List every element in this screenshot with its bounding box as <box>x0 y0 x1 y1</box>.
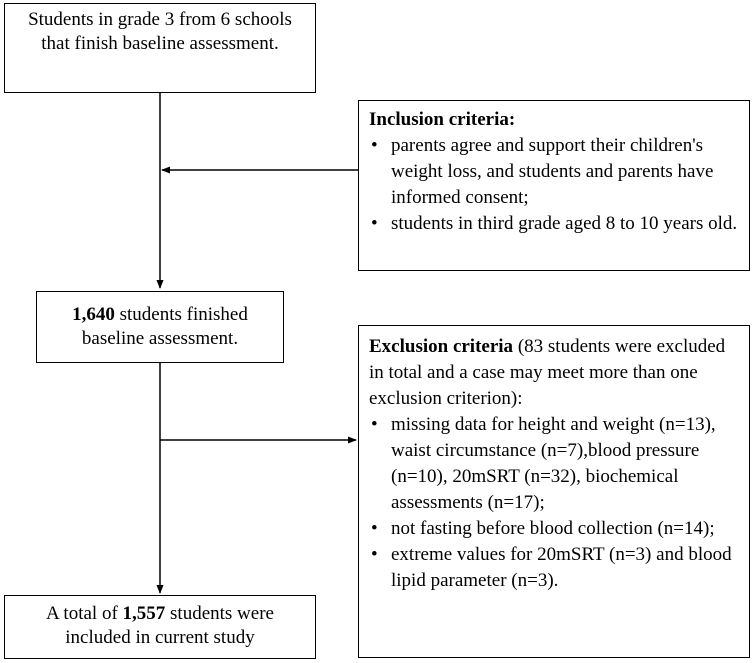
inclusion-item: parents agree and support their children… <box>369 133 739 211</box>
inclusion-title: Inclusion criteria: <box>369 109 516 130</box>
box-baseline-students: Students in grade 3 from 6 schools that … <box>4 3 316 93</box>
box-finished-baseline: 1,640 students finished baseline assessm… <box>36 291 284 363</box>
included-suffix: students were included in current study <box>65 603 274 648</box>
included-count: 1,557 <box>122 603 166 624</box>
box-included-study: A total of 1,557 students were included … <box>4 595 316 659</box>
exclusion-list: missing data for height and weight (n=13… <box>369 412 739 594</box>
exclusion-item: not fasting before blood collection (n=1… <box>369 516 739 542</box>
exclusion-header: Exclusion criteria (83 students were exc… <box>369 334 739 412</box>
finished-text: students finished baseline assessment. <box>81 304 248 349</box>
box-exclusion-criteria: Exclusion criteria (83 students were exc… <box>358 325 750 658</box>
exclusion-item: missing data for height and weight (n=13… <box>369 412 739 516</box>
finished-count: 1,640 <box>72 304 115 325</box>
included-prefix: A total of <box>46 603 123 624</box>
box-baseline-text: Students in grade 3 from 6 schools that … <box>28 9 292 54</box>
exclusion-item: extreme values for 20mSRT (n=3) and bloo… <box>369 542 739 594</box>
inclusion-item: students in third grade aged 8 to 10 yea… <box>369 211 739 237</box>
exclusion-title: Exclusion criteria <box>369 336 514 357</box>
box-inclusion-criteria: Inclusion criteria: parents agree and su… <box>358 100 750 271</box>
inclusion-list: parents agree and support their children… <box>369 133 739 237</box>
exclusion-note: (83 students were excluded in total and … <box>369 336 726 409</box>
